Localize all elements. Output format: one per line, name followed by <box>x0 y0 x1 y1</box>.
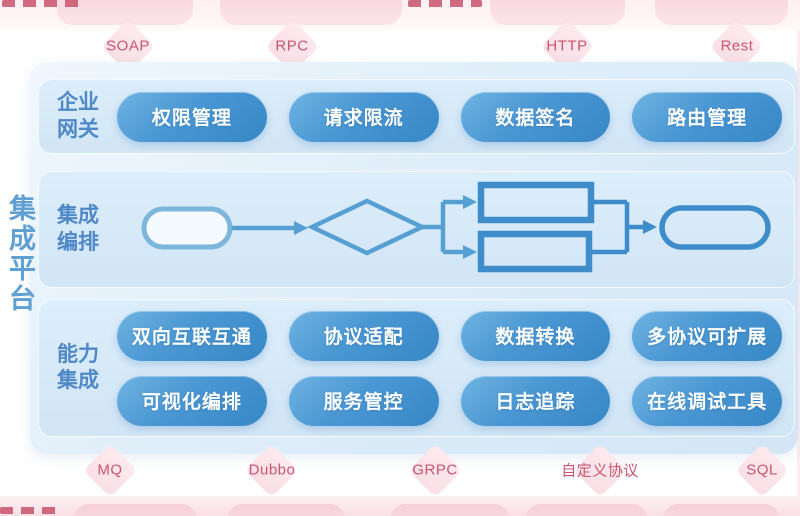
protocol-label: RPC <box>275 37 309 55</box>
capability-chip: 权限管理 <box>117 91 267 142</box>
protocol-label: SQL <box>746 461 778 479</box>
background-strip <box>797 0 800 516</box>
orchestration-flowchart <box>141 181 771 273</box>
capability-chip: 路由管理 <box>632 91 782 142</box>
cutoff-text-fragment <box>0 507 58 514</box>
cutoff-text-fragment <box>408 0 482 7</box>
system-box-fragment <box>525 504 648 516</box>
flow-task-node-2 <box>477 230 593 273</box>
top-client-band <box>0 0 800 30</box>
protocol-node-soap: SOAP <box>101 19 155 73</box>
flow-connector <box>422 199 463 255</box>
protocol-label: Dubbo <box>248 461 296 479</box>
section-label: 集成 编排 <box>57 204 99 254</box>
capability-chip: 请求限流 <box>288 91 439 142</box>
capability-chip: 在线调试工具 <box>632 375 782 426</box>
protocol-node-http: HTTP <box>540 19 594 73</box>
capability-chip: 服务管控 <box>288 375 439 426</box>
arrowhead-icon <box>463 195 477 209</box>
system-box-fragment <box>390 504 510 516</box>
protocol-label: SOAP <box>106 37 150 55</box>
section-enterprise-gateway: 企业 网关 权限管理 请求限流 数据签名 路由管理 <box>38 79 795 154</box>
section-capability-integration: 能力 集成 双向互联互通 协议适配 数据转换 多协议可扩展 可视化编排 服务管控… <box>38 299 795 437</box>
capability-chip: 多协议可扩展 <box>632 310 782 361</box>
system-box-fragment <box>227 504 345 516</box>
protocol-label: MQ <box>97 461 123 479</box>
capability-chip: 数据转换 <box>460 310 611 361</box>
system-box-fragment <box>663 504 780 516</box>
protocol-node-custom: 自定义协议 <box>561 443 639 497</box>
capability-chip: 日志追踪 <box>460 375 611 426</box>
capability-chip: 可视化编排 <box>117 375 267 426</box>
capability-chip: 协议适配 <box>288 310 439 361</box>
client-box-fragment <box>220 0 402 25</box>
capability-chip-grid: 双向互联互通 协议适配 数据转换 多协议可扩展 可视化编排 服务管控 日志追踪 … <box>117 310 782 426</box>
capability-chip: 双向互联互通 <box>117 310 267 361</box>
protocol-label: Rest <box>720 37 754 55</box>
cutoff-text-fragment <box>2 0 82 7</box>
protocol-node-mq: MQ <box>83 443 137 497</box>
flow-start-node <box>141 206 233 250</box>
flow-connector <box>589 199 643 255</box>
capability-chip: 数据签名 <box>460 91 611 142</box>
arrowhead-icon <box>463 245 477 259</box>
arrowhead-icon <box>643 220 657 234</box>
protocol-node-rpc: RPC <box>265 19 319 73</box>
protocol-node-rest: Rest <box>710 19 764 73</box>
protocol-node-grpc: GRPC <box>408 443 462 497</box>
flow-task-node-1 <box>477 181 595 224</box>
arrowhead-icon <box>294 221 308 235</box>
flow-decision-node <box>306 198 428 256</box>
client-box-fragment <box>490 0 625 25</box>
section-label: 企业 网关 <box>57 91 99 141</box>
protocol-label: GRPC <box>412 461 458 479</box>
gateway-chip-grid: 权限管理 请求限流 数据签名 路由管理 <box>117 91 782 142</box>
flow-end-node <box>659 205 771 250</box>
system-box-fragment <box>73 504 197 516</box>
protocol-label: HTTP <box>546 37 588 55</box>
section-integration-orchestration: 集成 编排 <box>38 171 795 288</box>
protocol-node-sql: SQL <box>735 443 789 497</box>
protocol-label: 自定义协议 <box>561 462 639 480</box>
section-label: 能力 集成 <box>57 342 99 392</box>
client-box-fragment <box>655 0 788 25</box>
platform-vertical-title: 集成平台 <box>5 194 35 314</box>
protocol-node-dubbo: Dubbo <box>245 443 299 497</box>
